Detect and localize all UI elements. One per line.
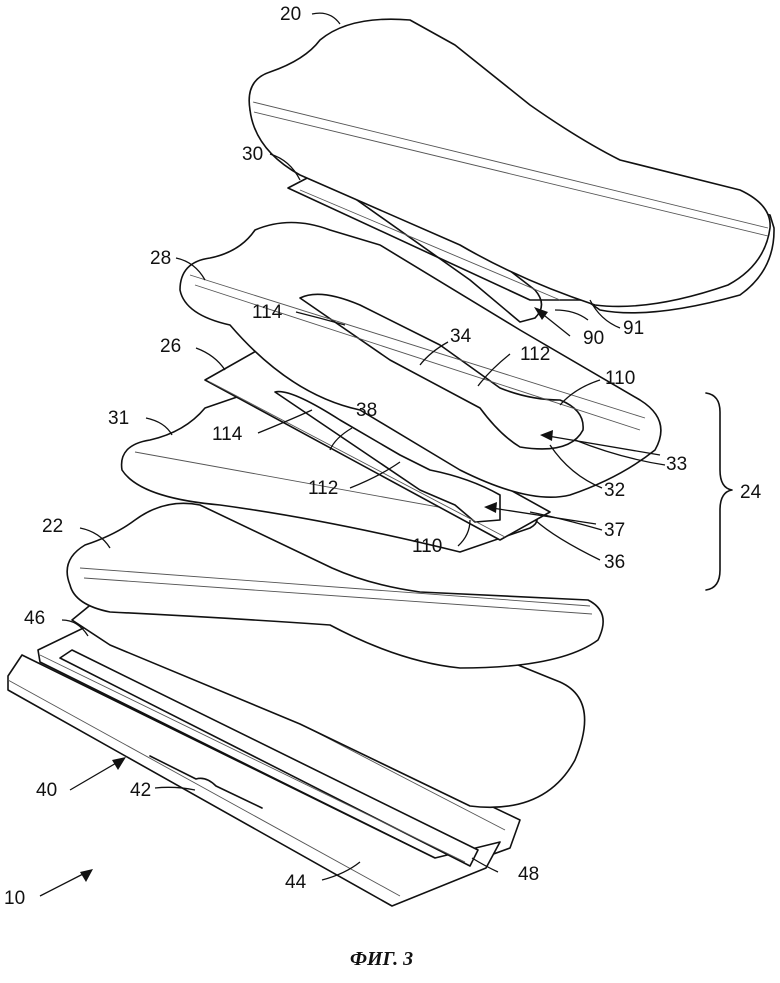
label-114-lower: 114	[212, 424, 243, 445]
label-48: 48	[518, 864, 539, 885]
bracket-24	[706, 393, 732, 590]
label-110-upper: 110	[605, 368, 635, 389]
label-31: 31	[108, 408, 129, 429]
label-42: 42	[130, 780, 151, 801]
label-22: 22	[42, 516, 63, 537]
label-114-upper: 114	[252, 302, 283, 323]
label-20: 20	[280, 4, 301, 25]
label-40: 40	[36, 780, 57, 801]
label-32: 32	[604, 480, 625, 501]
label-110-lower: 110	[412, 536, 442, 557]
label-91: 91	[623, 318, 644, 339]
label-10: 10	[4, 888, 25, 909]
label-36: 36	[604, 552, 625, 573]
label-30: 30	[242, 144, 263, 165]
label-38: 38	[356, 400, 377, 421]
label-26: 26	[160, 336, 181, 357]
label-112-lower: 112	[308, 478, 338, 499]
figure-caption: ФИГ. 3	[350, 948, 413, 970]
label-28: 28	[150, 248, 171, 269]
label-112-upper: 112	[520, 344, 550, 365]
label-37: 37	[604, 520, 625, 541]
label-90: 90	[583, 328, 604, 349]
label-34: 34	[450, 326, 472, 347]
label-33: 33	[666, 454, 687, 475]
label-24: 24	[740, 482, 762, 503]
label-46: 46	[24, 608, 45, 629]
label-44: 44	[285, 872, 307, 893]
